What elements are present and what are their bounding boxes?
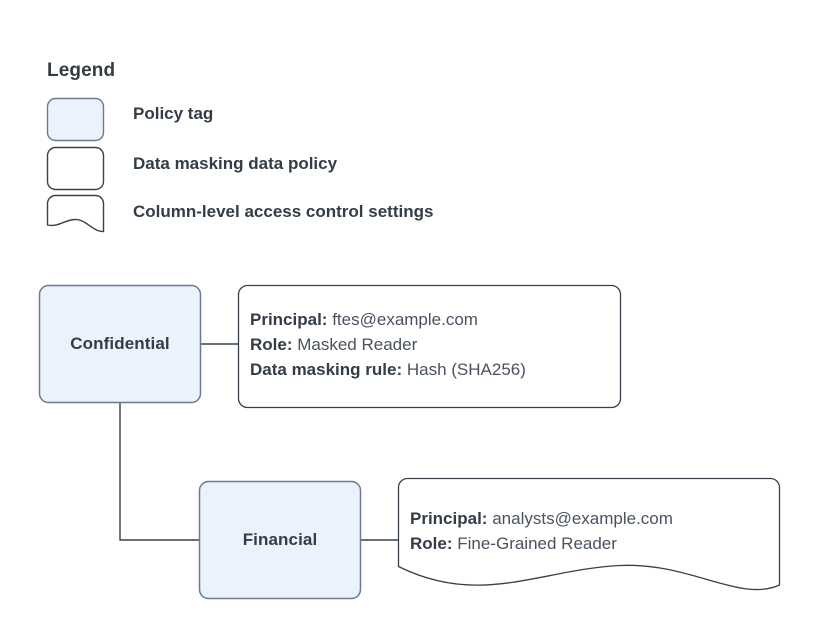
info-box-column-access-settings[interactable]: Principal: analysts@example.com Role: Fi…: [398, 478, 780, 600]
legend-label-policy-tag: Policy tag: [133, 104, 214, 123]
legend-title: Legend: [47, 60, 116, 81]
legend-swatch-data-masking-policy: [46, 146, 105, 191]
info-box-data-masking-policy[interactable]: Principal: ftes@example.com Role: Masked…: [238, 285, 621, 408]
node-shape-confidential: [38, 284, 202, 404]
node-label-confidential: Confidential: [70, 334, 170, 353]
connector-confidential-to-financial: [119, 403, 199, 541]
legend-label-data-masking-policy: Data masking data policy: [133, 154, 338, 173]
legend-swatch-column-access-settings: [46, 194, 105, 233]
info-row-value: ftes@example.com: [332, 310, 478, 329]
info-row: Data masking rule: Hash (SHA256): [250, 357, 526, 382]
legend-label-column-access-settings: Column-level access control settings: [133, 202, 434, 221]
info-row-label: Data masking rule:: [250, 360, 403, 379]
node-label-financial: Financial: [242, 530, 318, 549]
info-row-value: analysts@example.com: [492, 509, 673, 528]
info-row: Principal: analysts@example.com: [410, 506, 673, 531]
info-rows-column: Principal: analysts@example.com Role: Fi…: [410, 506, 673, 556]
legend-swatch-policy-tag: [46, 97, 105, 142]
info-box-shape-column: [397, 477, 781, 591]
info-rows-masking: Principal: ftes@example.com Role: Masked…: [250, 307, 526, 382]
node-shape-financial: [198, 480, 362, 600]
info-row: Principal: ftes@example.com: [250, 307, 526, 332]
node-financial[interactable]: Financial: [199, 481, 361, 599]
info-row-value: Fine-Grained Reader: [457, 534, 617, 553]
info-row-value: Hash (SHA256): [406, 360, 526, 379]
info-row-label: Role:: [410, 534, 453, 553]
info-row-label: Role:: [250, 335, 293, 354]
node-confidential[interactable]: Confidential: [39, 285, 201, 403]
info-row: Role: Fine-Grained Reader: [410, 531, 673, 556]
info-row-value: Masked Reader: [297, 335, 418, 354]
info-row-label: Principal:: [410, 509, 488, 528]
info-row-label: Principal:: [250, 310, 328, 329]
info-row: Role: Masked Reader: [250, 332, 526, 357]
info-box-shape-masking: [237, 284, 622, 409]
